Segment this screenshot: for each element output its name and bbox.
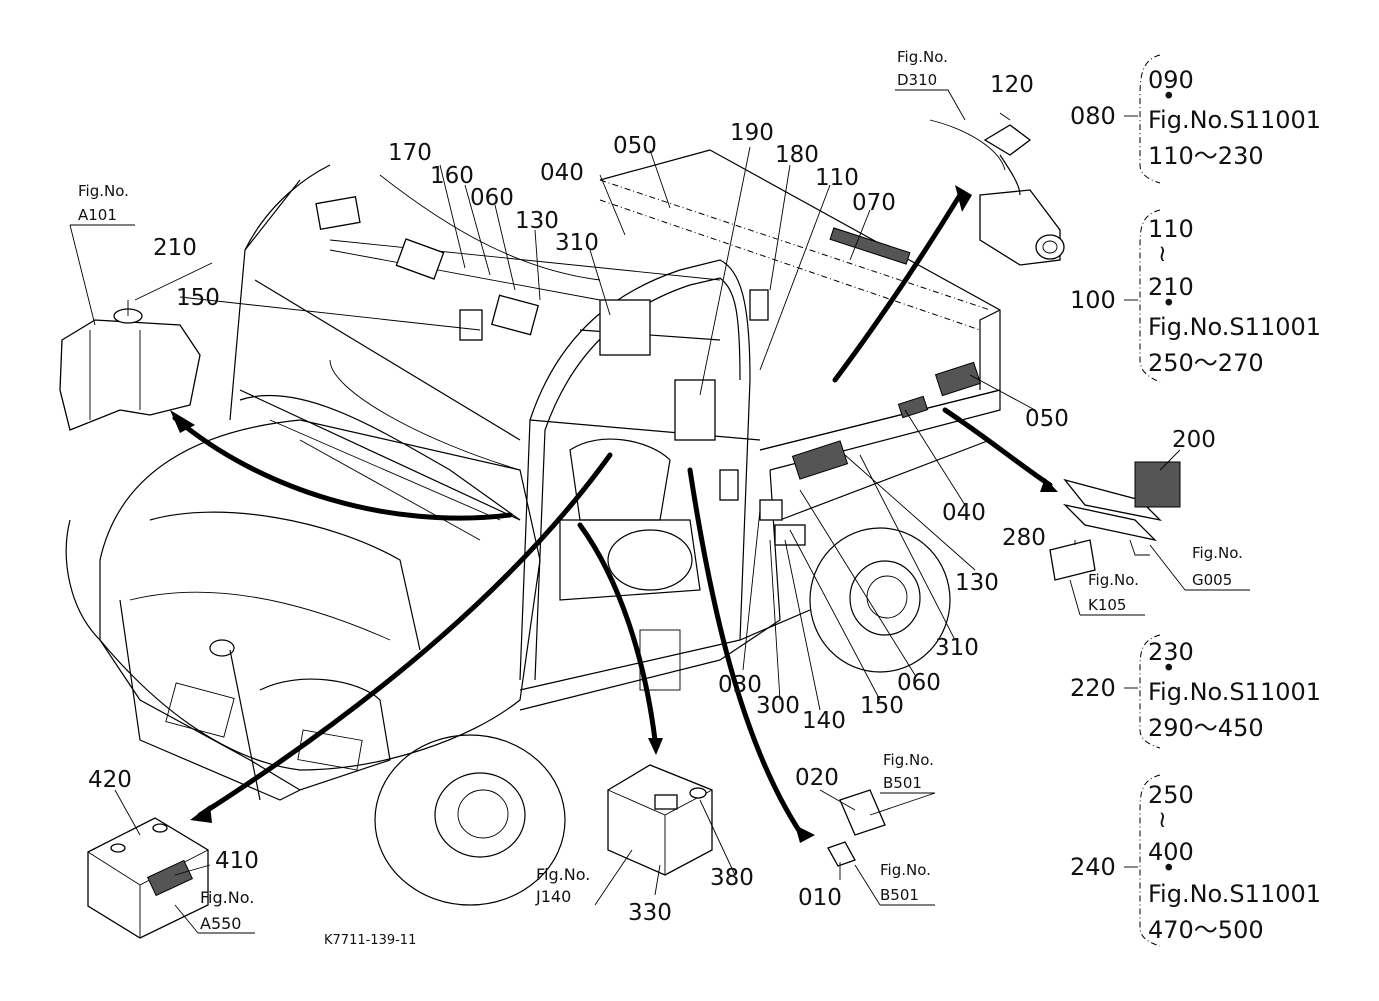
callout-300: 300 [756, 693, 800, 719]
fig-label-d310: Fig.No. [897, 48, 948, 66]
group-240: 240 250 ≀ 400 • Fig.No.S11001 470～500 [1070, 774, 1321, 947]
fig-label-b501-a: Fig.No. [883, 751, 934, 769]
group-240-line-6: 470～500 [1148, 916, 1264, 944]
fig-label-a101: Fig.No. [78, 182, 129, 200]
group-240-line-2: ≀ [1158, 807, 1167, 833]
vehicle-illustration [65, 149, 1001, 906]
callout-labels: 170 160 060 130 040 050 310 190 180 110 … [88, 72, 1216, 926]
callout-170: 170 [388, 140, 432, 166]
battery-part [87, 817, 209, 939]
callout-150-b: 150 [860, 693, 904, 719]
callout-410: 410 [215, 848, 259, 874]
bracket-part [1049, 461, 1181, 581]
fig-ref-b501-a: B501 [883, 774, 922, 792]
fig-label-k105: Fig.No. [1088, 571, 1139, 589]
callout-180: 180 [775, 142, 819, 168]
group-220-line-1: 230 [1148, 638, 1194, 666]
callout-020: 020 [795, 765, 839, 791]
group-key-240: 240 [1070, 853, 1116, 881]
callout-040-b: 040 [942, 500, 986, 526]
group-key-080: 080 [1070, 102, 1116, 130]
callout-070: 070 [852, 190, 896, 216]
callout-280: 280 [1002, 525, 1046, 551]
group-080-line-4: 110～230 [1148, 142, 1264, 170]
callout-190: 190 [730, 120, 774, 146]
callout-110: 110 [815, 165, 859, 191]
callout-060: 060 [470, 185, 514, 211]
callout-050: 050 [613, 133, 657, 159]
fig-ref-d310: D310 [897, 71, 937, 89]
callout-140: 140 [802, 708, 846, 734]
group-080-line-2: • [1162, 84, 1176, 110]
group-100-line-2: ≀ [1158, 241, 1167, 267]
figure-references: Fig.No. A101 Fig.No. D310 Fig.No. G005 F… [78, 48, 1243, 948]
group-220: 220 230 • Fig.No.S11001 290～450 [1070, 634, 1321, 749]
group-100-line-3: 210 [1148, 273, 1194, 301]
fig-ref-k105: K105 [1088, 596, 1126, 614]
callout-130: 130 [515, 208, 559, 234]
direction-arrows [170, 185, 1058, 843]
fuel-tank-part [59, 300, 201, 431]
callout-120: 120 [990, 72, 1034, 98]
group-240-line-5: Fig.No.S11001 [1148, 880, 1321, 908]
lamp-assembly-part [929, 119, 1065, 266]
fig-ref-g005: G005 [1192, 571, 1232, 589]
fig-ref-j140: J140 [535, 887, 571, 906]
callout-040: 040 [540, 160, 584, 186]
fig-ref-b501-b: B501 [880, 886, 919, 904]
group-100-line-5: Fig.No.S11001 [1148, 313, 1321, 341]
group-080-line-1: 090 [1148, 66, 1194, 94]
callout-150: 150 [176, 285, 220, 311]
fig-ref-a101: A101 [78, 206, 117, 224]
group-100-line-6: 250～270 [1148, 349, 1264, 377]
storage-box-part [607, 764, 713, 876]
group-key-220: 220 [1070, 674, 1116, 702]
fig-label-j140: Fig.No. [536, 865, 590, 884]
callout-310-b: 310 [935, 635, 979, 661]
group-240-line-4: • [1162, 856, 1176, 882]
fig-label-g005: Fig.No. [1192, 544, 1243, 562]
callout-310: 310 [555, 230, 599, 256]
callout-330: 330 [628, 900, 672, 926]
fig-label-b501-b: Fig.No. [880, 861, 931, 879]
callout-130-b: 130 [955, 570, 999, 596]
callout-030: 030 [718, 672, 762, 698]
group-080-line-3: Fig.No.S11001 [1148, 106, 1321, 134]
drawing-code: K7711-139-11 [324, 933, 416, 948]
group-240-line-3: 400 [1148, 838, 1194, 866]
group-220-line-2: • [1162, 656, 1176, 682]
switch-part [827, 789, 886, 867]
callout-010: 010 [798, 885, 842, 911]
fig-ref-a550: A550 [200, 914, 241, 933]
callout-210: 210 [153, 235, 197, 261]
callout-160: 160 [430, 163, 474, 189]
group-220-line-4: 290～450 [1148, 714, 1264, 742]
group-240-line-1: 250 [1148, 781, 1194, 809]
callout-060-b: 060 [897, 670, 941, 696]
callout-050-b: 050 [1025, 406, 1069, 432]
callout-380: 380 [710, 865, 754, 891]
group-100: 100 110 ≀ 210 • Fig.No.S11001 250～270 [1070, 209, 1321, 383]
group-100-line-1: 110 [1148, 215, 1194, 243]
fig-label-a550: Fig.No. [200, 888, 254, 907]
group-220-line-3: Fig.No.S11001 [1148, 678, 1321, 706]
group-080: 080 090 • Fig.No.S11001 110～230 [1070, 54, 1321, 184]
group-key-100: 100 [1070, 286, 1116, 314]
callout-200: 200 [1172, 427, 1216, 453]
group-100-line-4: • [1162, 291, 1176, 317]
leader-lines [69, 89, 1250, 934]
callout-420: 420 [88, 767, 132, 793]
